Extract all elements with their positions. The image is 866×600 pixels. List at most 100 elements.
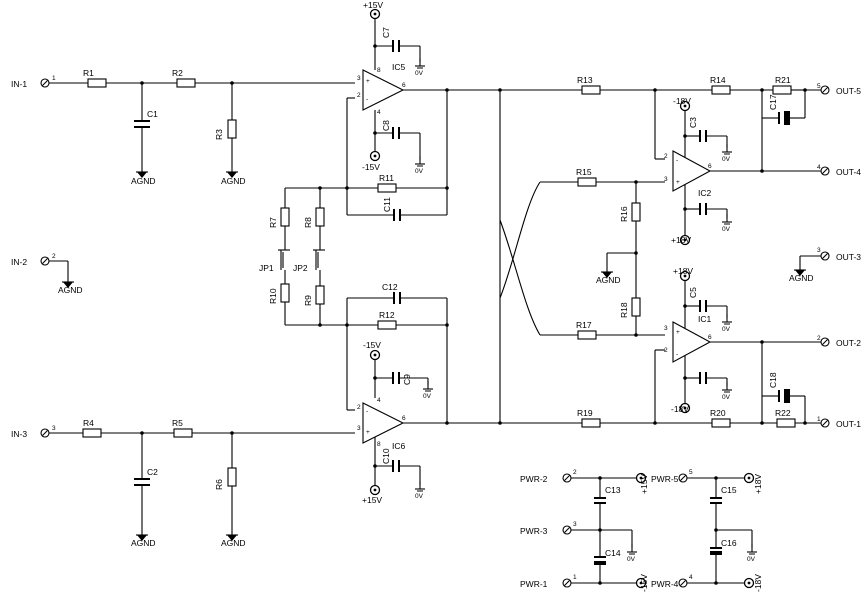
svg-text:R21: R21 — [775, 75, 791, 85]
svg-text:6: 6 — [708, 334, 712, 341]
svg-text:6: 6 — [402, 415, 406, 422]
svg-text:0V: 0V — [747, 556, 756, 563]
svg-text:R6: R6 — [214, 479, 224, 490]
svg-text:0V: 0V — [415, 70, 424, 77]
rail-labels: +15V -15V -15V +15V -18V +18V +18V -18V … — [58, 0, 814, 592]
svg-text:+18V: +18V — [673, 266, 693, 276]
junction-dots — [140, 44, 807, 585]
resistor-r10 — [280, 283, 290, 303]
svg-text:+15V: +15V — [362, 495, 382, 505]
resistor-r8 — [315, 207, 325, 227]
svg-text:AGND: AGND — [131, 538, 156, 548]
svg-text:-15V: -15V — [362, 162, 380, 172]
svg-text:C13: C13 — [605, 485, 621, 495]
svg-text:R3: R3 — [214, 129, 224, 140]
svg-text:R7: R7 — [268, 217, 278, 228]
label-pwr3: PWR-3 — [520, 526, 548, 536]
resistor-r18 — [631, 297, 641, 317]
svg-text:C15: C15 — [721, 485, 737, 495]
resistor-labels: R1 R2 R3 R4 R5 R6 R7 R8 R10 R9 R11 R12 R… — [83, 68, 791, 490]
pin-numbers: 1 2 3 5 4 3 2 1 2 3 1 5 4 — [52, 75, 821, 581]
svg-text:R18: R18 — [619, 302, 629, 318]
svg-text:AGND: AGND — [789, 273, 814, 283]
svg-text:+: + — [366, 429, 370, 436]
label-in3: IN-3 — [11, 429, 27, 439]
resistor-r13 — [581, 85, 601, 95]
svg-text:JP2: JP2 — [293, 263, 308, 273]
svg-text:2: 2 — [52, 253, 56, 260]
svg-text:3: 3 — [357, 425, 361, 432]
svg-text:1: 1 — [52, 75, 56, 82]
svg-text:IC6: IC6 — [392, 441, 406, 451]
opamp-ic1 — [672, 150, 712, 192]
svg-text:R10: R10 — [268, 288, 278, 304]
svg-text:AGND: AGND — [221, 538, 246, 548]
opamp-pin-labels: 32 +- 684 23 -+ 648 23 -+ 6 32 +- 6 — [357, 67, 712, 448]
svg-text:R20: R20 — [710, 408, 726, 418]
svg-text:4: 4 — [689, 574, 693, 581]
svg-text:8: 8 — [377, 67, 381, 74]
resistor-r20 — [711, 418, 731, 428]
port-labels: IN-1 IN-2 IN-3 OUT-5 OUT-4 OUT-3 OUT-2 O… — [11, 79, 861, 589]
svg-text:+15V: +15V — [363, 0, 383, 10]
svg-text:2: 2 — [357, 404, 361, 411]
svg-text:2: 2 — [664, 153, 668, 160]
svg-text:3: 3 — [664, 325, 668, 332]
svg-text:2: 2 — [357, 92, 361, 99]
resistor-r17 — [577, 330, 597, 340]
svg-text:0V: 0V — [423, 393, 432, 400]
resistor-bodies — [82, 78, 796, 487]
svg-text:IC2: IC2 — [698, 188, 712, 198]
svg-text:3: 3 — [357, 75, 361, 82]
svg-text:C14: C14 — [605, 548, 621, 558]
label-pwr1: PWR-1 — [520, 579, 548, 589]
svg-text:+18V: +18V — [753, 474, 763, 494]
svg-text:2: 2 — [664, 347, 668, 354]
svg-text:0V: 0V — [722, 394, 731, 401]
label-in1: IN-1 — [11, 79, 27, 89]
svg-text:IC5: IC5 — [392, 62, 406, 72]
svg-text:0V: 0V — [722, 226, 731, 233]
svg-text:+: + — [676, 179, 680, 186]
wiring — [45, 18, 825, 584]
svg-text:5: 5 — [689, 469, 693, 476]
svg-text:6: 6 — [708, 163, 712, 170]
capacitor-labels: C1 C2 C7 C8 C11 C12 C9 C10 C3 C5 C13 C14… — [147, 27, 778, 558]
svg-text:AGND: AGND — [596, 275, 621, 285]
label-out3: OUT-3 — [836, 252, 861, 262]
svg-text:R1: R1 — [83, 68, 94, 78]
svg-text:3: 3 — [52, 425, 56, 432]
svg-text:R5: R5 — [172, 418, 183, 428]
svg-text:C7: C7 — [381, 27, 391, 38]
svg-text:0V: 0V — [627, 556, 636, 563]
svg-text:R12: R12 — [379, 310, 395, 320]
opamp-ic2 — [672, 321, 712, 363]
svg-text:AGND: AGND — [221, 176, 246, 186]
svg-text:C12: C12 — [382, 282, 398, 292]
svg-text:4: 4 — [377, 109, 381, 116]
resistor-r6 — [227, 467, 237, 487]
resistor-r11 — [377, 183, 397, 193]
svg-text:R16: R16 — [619, 206, 629, 222]
svg-text:4: 4 — [377, 397, 381, 404]
svg-text:-18V: -18V — [673, 96, 691, 106]
resistor-r16 — [631, 202, 641, 222]
svg-text:C8: C8 — [381, 120, 391, 131]
svg-text:-: - — [366, 96, 368, 103]
svg-text:0V: 0V — [415, 493, 424, 500]
ground-symbols — [61, 171, 807, 542]
svg-text:R15: R15 — [576, 167, 592, 177]
svg-text:C3: C3 — [688, 117, 698, 128]
svg-text:0V: 0V — [722, 156, 731, 163]
svg-text:C16: C16 — [721, 538, 737, 548]
resistor-r22 — [776, 418, 796, 428]
svg-text:C9: C9 — [402, 374, 412, 385]
label-pwr4: PWR-4 — [651, 579, 679, 589]
svg-text:AGND: AGND — [58, 285, 83, 295]
svg-text:0V: 0V — [415, 168, 424, 175]
label-pwr2: PWR-2 — [520, 474, 548, 484]
svg-text:4: 4 — [817, 164, 821, 171]
label-out4: OUT-4 — [836, 167, 861, 177]
svg-text:3: 3 — [664, 176, 668, 183]
